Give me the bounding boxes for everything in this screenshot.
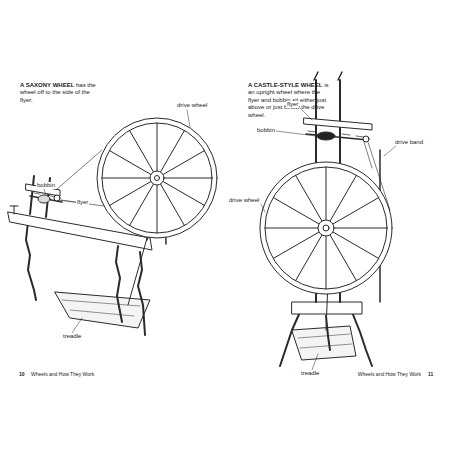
part-name: treadle — [300, 370, 320, 377]
part-name: bobbin — [256, 127, 276, 134]
part-name: drive band — [394, 139, 424, 146]
page-number: 11 — [427, 371, 434, 377]
part-name: drive wheel — [176, 102, 208, 109]
part-name: bobbin — [36, 182, 56, 189]
intro-text: A SAXONY WHEEL has the wheel off to the … — [20, 82, 102, 104]
wheel-type-heading: A SAXONY WHEEL — [20, 82, 74, 88]
page-number: 10 — [18, 371, 26, 377]
part-name: flyer — [286, 101, 299, 108]
part-name: drive wheel — [228, 197, 260, 204]
running-head: Wheels and How They Work — [357, 371, 422, 377]
part-name: treadle — [62, 333, 82, 340]
part-name: flyer — [76, 199, 89, 206]
running-head: Wheels and How They Work — [30, 371, 95, 377]
wheel-type-heading: A CASTLE-STYLE WHEEL — [248, 82, 322, 88]
